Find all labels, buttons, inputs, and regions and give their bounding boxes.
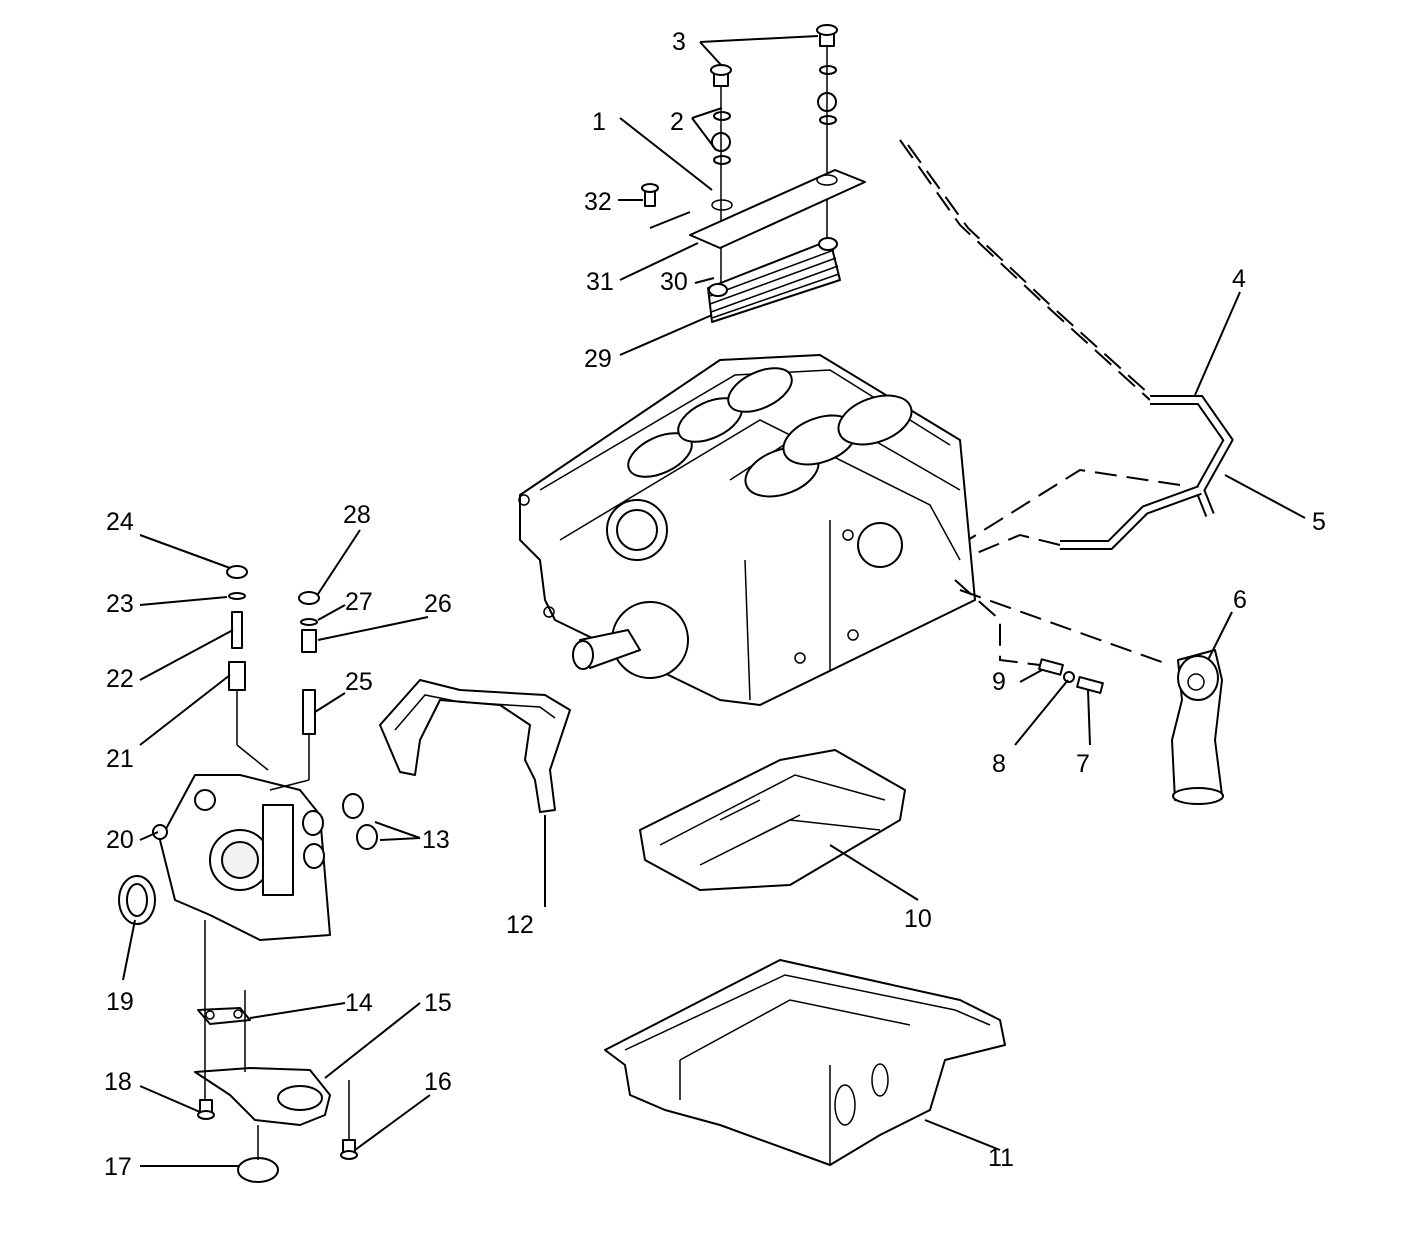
label-8: 8 — [992, 750, 1006, 778]
label-14: 14 — [345, 989, 373, 1017]
label-7: 7 — [1076, 750, 1090, 778]
front-seal — [118, 875, 156, 925]
label-24: 24 — [106, 508, 134, 536]
label-32: 32 — [584, 188, 612, 216]
label-4: 4 — [1232, 265, 1246, 293]
label-18: 18 — [104, 1068, 132, 1096]
pressure-valve-stacks — [226, 565, 320, 791]
label-15: 15 — [424, 989, 452, 1017]
label-27: 27 — [345, 588, 373, 616]
leader-lines — [122, 35, 1306, 1167]
label-20: 20 — [106, 826, 134, 854]
label-1: 1 — [592, 108, 606, 136]
label-13: 13 — [422, 826, 450, 854]
label-23: 23 — [106, 590, 134, 618]
oil-pump-cover — [152, 774, 378, 941]
oil-pan — [604, 959, 1006, 1166]
callout-labels: 1 2 3 4 5 6 7 8 9 10 11 12 13 14 15 16 1… — [104, 28, 1326, 1181]
label-29: 29 — [584, 345, 612, 373]
label-16: 16 — [424, 1068, 452, 1096]
label-26: 26 — [424, 590, 452, 618]
label-9: 9 — [992, 668, 1006, 696]
label-2: 2 — [670, 108, 684, 136]
oil-cooler-pipe — [899, 139, 1234, 561]
oil-cooler-assembly — [641, 24, 903, 323]
label-5: 5 — [1312, 508, 1326, 536]
label-30: 30 — [660, 268, 688, 296]
label-10: 10 — [904, 905, 932, 933]
label-25: 25 — [345, 668, 373, 696]
label-19: 19 — [106, 988, 134, 1016]
label-3: 3 — [672, 28, 686, 56]
label-12: 12 — [506, 911, 534, 939]
label-21: 21 — [106, 745, 134, 773]
oil-filter-adapter — [1171, 649, 1224, 805]
front-cover-gasket — [379, 679, 571, 813]
label-11: 11 — [988, 1144, 1014, 1172]
label-17: 17 — [104, 1153, 132, 1181]
label-6: 6 — [1233, 586, 1247, 614]
engine-block — [518, 354, 976, 706]
label-22: 22 — [106, 665, 134, 693]
label-31: 31 — [586, 268, 614, 296]
windage-tray — [639, 749, 906, 891]
oil-pickup — [194, 920, 358, 1183]
relief-valve-parts — [954, 579, 1171, 694]
label-28: 28 — [343, 501, 371, 529]
